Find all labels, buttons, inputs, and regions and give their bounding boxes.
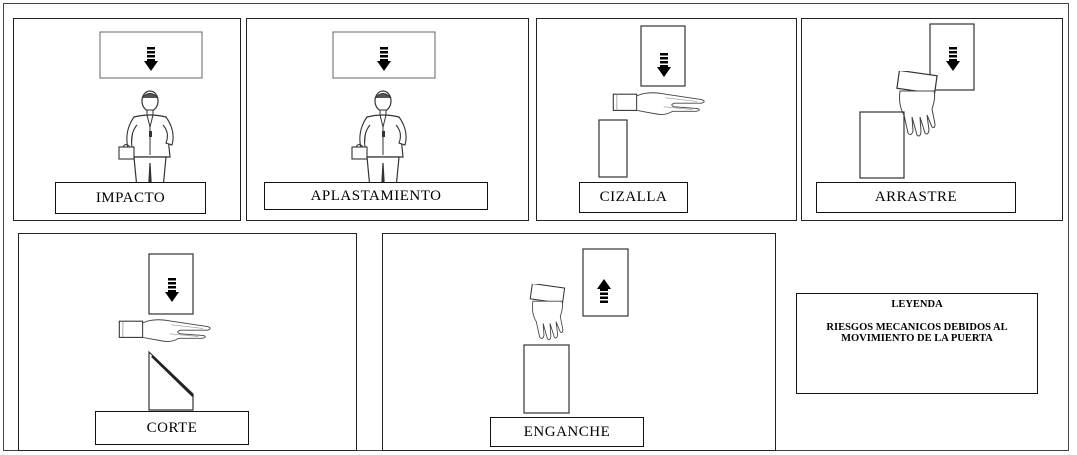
arrow-down-icon — [165, 278, 179, 302]
label-corte: CORTE — [95, 411, 249, 445]
label-arrastre: ARRASTRE — [816, 182, 1016, 213]
arrow-up-icon — [597, 279, 611, 303]
hand-icon — [118, 319, 211, 343]
hand-icon — [529, 284, 566, 341]
label-enganche: ENGANCHE — [490, 417, 644, 447]
hand-icon — [896, 71, 938, 137]
door-block — [99, 31, 203, 79]
arrastre-illustration — [859, 23, 975, 179]
legend-subtitle: RIESGOS MECANICOS DEBIDOS AL MOVIMIENTO … — [826, 322, 1008, 344]
label-cizalla: CIZALLA — [579, 182, 688, 213]
panel-cizalla: CIZALLA — [536, 18, 797, 221]
corte-illustration — [118, 253, 211, 411]
label-aplastamiento: APLASTAMIENTO — [264, 182, 488, 210]
door-block — [929, 23, 975, 91]
cizalla-illustration — [598, 25, 705, 178]
arrow-down-icon — [144, 47, 158, 71]
panel-enganche: ENGANCHE — [382, 233, 776, 451]
panel-arrastre: ARRASTRE — [801, 18, 1063, 221]
fixed-block — [598, 119, 628, 178]
fixed-block — [859, 111, 905, 179]
legend-box: LEYENDA RIESGOS MECANICOS DEBIDOS AL MOV… — [796, 293, 1038, 394]
fixed-block — [523, 344, 570, 414]
panel-impacto: IMPACTO — [13, 18, 241, 221]
arrow-down-icon — [657, 53, 671, 77]
arrow-down-icon — [377, 47, 391, 71]
label-impacto: IMPACTO — [55, 182, 206, 214]
aplastamiento-illustration — [332, 31, 436, 204]
door-block — [332, 31, 436, 79]
panel-corte: CORTE — [18, 233, 357, 451]
door-block — [582, 248, 629, 317]
panel-aplastamiento: APLASTAMIENTO — [246, 18, 529, 221]
impacto-illustration — [99, 31, 203, 204]
enganche-illustration — [523, 248, 629, 414]
door-block — [148, 253, 194, 315]
door-block — [640, 25, 686, 87]
legend-title: LEYENDA — [891, 299, 943, 310]
hand-icon — [612, 92, 705, 116]
arrow-down-icon — [946, 47, 960, 71]
